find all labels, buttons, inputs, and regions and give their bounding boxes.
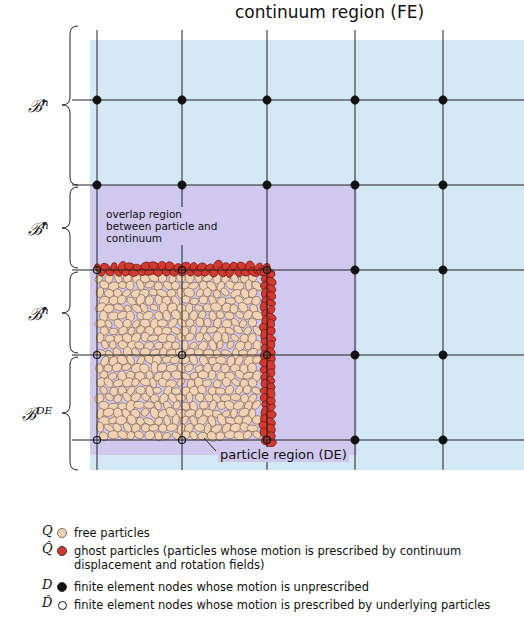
prescribed-node <box>179 352 186 359</box>
legend-symbol: D̂ <box>42 595 52 610</box>
particle <box>134 401 145 408</box>
legend-swatch <box>57 546 67 556</box>
legend-text: ghost particles (particles whose motion … <box>74 544 514 572</box>
particle <box>182 341 189 351</box>
prescribed-node <box>94 267 101 274</box>
region-label: particle region (DE) <box>218 447 349 462</box>
particle <box>108 430 119 439</box>
region-label: overlap region between particle and cont… <box>104 207 226 245</box>
prescribed-node <box>94 437 101 444</box>
prescribed-node <box>94 352 101 359</box>
region-braces <box>62 26 78 470</box>
particle <box>246 280 253 291</box>
particle <box>244 341 252 350</box>
legend-text: finite element nodes whose motion is unp… <box>74 580 514 594</box>
legend-symbol: Q̂ <box>42 541 53 556</box>
free-node <box>178 96 186 104</box>
free-node <box>439 181 447 189</box>
legend-swatch <box>57 582 67 592</box>
free-node <box>263 181 271 189</box>
particle <box>109 328 118 335</box>
legend-symbol: D <box>42 577 52 592</box>
legend-text: finite element nodes whose motion is pre… <box>74 598 514 612</box>
region-symbol: ℬ̂ʰ <box>28 217 49 240</box>
grid-line <box>72 100 524 101</box>
free-node <box>93 96 101 104</box>
legend-swatch <box>57 528 67 538</box>
particle <box>230 394 240 401</box>
free-node <box>439 96 447 104</box>
grid-line <box>72 270 524 271</box>
free-node <box>263 96 271 104</box>
prescribed-node <box>179 267 186 274</box>
free-node <box>351 351 359 359</box>
free-node <box>439 436 447 444</box>
free-node <box>93 181 101 189</box>
prescribed-node <box>264 437 271 444</box>
region-symbol: ℬ̄ʰ <box>28 94 49 117</box>
region-symbol: ℬ̂ʰ <box>28 302 49 325</box>
free-node <box>439 351 447 359</box>
free-node <box>351 96 359 104</box>
particle <box>157 319 167 327</box>
grid-line <box>72 185 524 186</box>
grid-line <box>72 440 524 441</box>
finite-element-grid <box>72 30 524 470</box>
free-node <box>351 266 359 274</box>
prescribed-node <box>179 437 186 444</box>
free-node <box>178 181 186 189</box>
grid-line <box>72 355 524 356</box>
particle <box>153 387 162 394</box>
particle-assembly <box>93 259 278 448</box>
free-node <box>351 181 359 189</box>
legend-swatch <box>58 601 67 610</box>
region-heading: continuum region (FE) <box>232 2 427 22</box>
particle <box>199 296 208 304</box>
particle <box>215 388 225 395</box>
legend-symbol: Q <box>42 523 53 538</box>
particle <box>181 296 190 304</box>
free-node <box>351 436 359 444</box>
free-node <box>439 266 447 274</box>
prescribed-node <box>264 352 271 359</box>
prescribed-node <box>264 267 271 274</box>
particle <box>126 281 134 290</box>
legend-text: free particles <box>74 526 514 540</box>
region-symbol: ℬᴰᴱ <box>22 402 52 425</box>
